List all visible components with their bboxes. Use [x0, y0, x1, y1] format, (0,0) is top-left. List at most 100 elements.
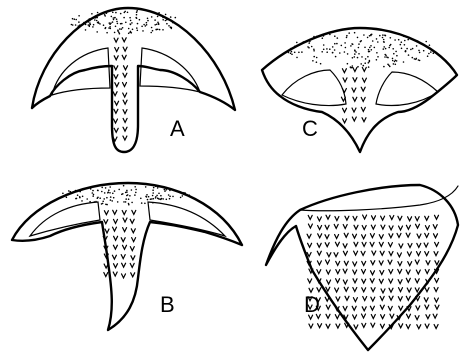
panel-a-drawing: [32, 8, 235, 152]
scale-mark: [317, 217, 321, 221]
stipple-dot: [111, 200, 113, 202]
stipple-dot: [316, 57, 318, 59]
scale-mark: [336, 297, 340, 301]
stipple-dot: [129, 195, 131, 197]
scale-mark: [371, 323, 375, 327]
stipple-dot: [153, 187, 155, 189]
stipple-dot: [419, 60, 421, 62]
scale-mark: [380, 251, 384, 255]
stipple-dot: [106, 197, 108, 199]
stipple-dot: [372, 40, 374, 42]
scale-mark: [354, 325, 358, 329]
scale-mark: [122, 274, 126, 278]
stipple-dot: [294, 52, 296, 54]
scale-mark: [353, 68, 357, 72]
stipple-dot: [145, 25, 147, 27]
stipple-dot: [368, 62, 370, 64]
scale-mark: [425, 233, 429, 237]
stipple-dot: [294, 45, 296, 47]
scale-mark: [406, 278, 410, 282]
scale-mark: [345, 216, 349, 220]
scale-mark: [389, 252, 393, 256]
scale-mark: [425, 216, 429, 220]
stipple-dot: [150, 32, 152, 34]
stipple-dot: [109, 26, 111, 28]
scale-mark: [425, 305, 429, 309]
scale-mark: [434, 234, 438, 238]
stipple-dot: [312, 60, 314, 62]
panel-c-drawing: [262, 28, 457, 152]
scale-mark: [381, 216, 385, 220]
stipple-dot: [117, 201, 119, 203]
stipple-dot: [116, 18, 118, 20]
stipple-dot: [376, 38, 378, 40]
stipple-dot: [141, 26, 143, 28]
scale-mark: [380, 324, 384, 328]
stipple-dot: [316, 61, 318, 63]
scale-mark: [354, 225, 358, 229]
scale-mark: [406, 296, 410, 300]
stipple-dot: [162, 29, 164, 31]
scale-mark: [353, 234, 357, 238]
stipple-dot: [152, 202, 154, 204]
scale-mark: [317, 251, 321, 255]
scale-mark: [308, 279, 312, 283]
stipple-dot: [159, 198, 161, 200]
scale-mark: [415, 288, 419, 292]
stipple-dot: [104, 15, 106, 17]
stipple-dot: [134, 194, 136, 196]
scale-mark: [131, 273, 135, 277]
stipple-dot: [382, 37, 384, 39]
stipple-dot: [137, 23, 139, 25]
scale-mark: [397, 233, 401, 237]
scale-mark: [425, 288, 429, 292]
scale-mark: [389, 234, 393, 238]
stipple-dot: [62, 193, 64, 195]
scale-mark: [123, 127, 127, 131]
scale-mark: [122, 211, 126, 215]
scale-mark: [417, 234, 421, 238]
scale-mark: [361, 97, 365, 101]
stipple-dot: [160, 195, 162, 197]
stipple-dot: [326, 51, 328, 53]
scale-mark: [370, 242, 374, 246]
stipple-dot: [102, 201, 104, 203]
stipple-dot: [115, 26, 117, 28]
scale-mark: [326, 270, 330, 274]
scale-mark: [326, 287, 330, 291]
stipple-dot: [164, 189, 166, 191]
stipple-dot: [125, 201, 127, 203]
scale-mark: [415, 217, 419, 221]
stipple-dot: [128, 203, 130, 205]
stipple-dot: [131, 189, 133, 191]
stipple-dot: [346, 35, 348, 37]
scale-mark: [407, 252, 411, 256]
scale-mark: [372, 216, 376, 220]
scale-mark: [380, 305, 384, 309]
stipple-dot: [189, 194, 191, 196]
scale-mark: [342, 69, 346, 73]
stipple-dot: [369, 51, 371, 53]
scale-mark: [426, 261, 430, 265]
scale-mark: [325, 225, 329, 229]
panel-c-left-window: [282, 70, 346, 106]
stipple-dot: [156, 195, 158, 197]
stipple-dot: [377, 41, 379, 43]
scale-mark: [416, 270, 420, 274]
scale-mark: [425, 226, 429, 230]
scale-mark: [130, 263, 134, 267]
scale-mark: [361, 107, 365, 111]
scale-mark: [343, 306, 347, 310]
stipple-dot: [383, 41, 385, 43]
stipple-dot: [180, 197, 182, 199]
stipple-dot: [79, 24, 81, 26]
stipple-dot: [383, 66, 385, 68]
stipple-dot: [103, 198, 105, 200]
scale-mark: [425, 270, 429, 274]
scale-mark: [424, 243, 428, 247]
stipple-dot: [77, 194, 79, 196]
stipple-dot: [144, 203, 146, 205]
stipple-dot: [385, 48, 387, 50]
stipple-dot: [301, 51, 303, 53]
stipple-dot: [416, 58, 418, 60]
